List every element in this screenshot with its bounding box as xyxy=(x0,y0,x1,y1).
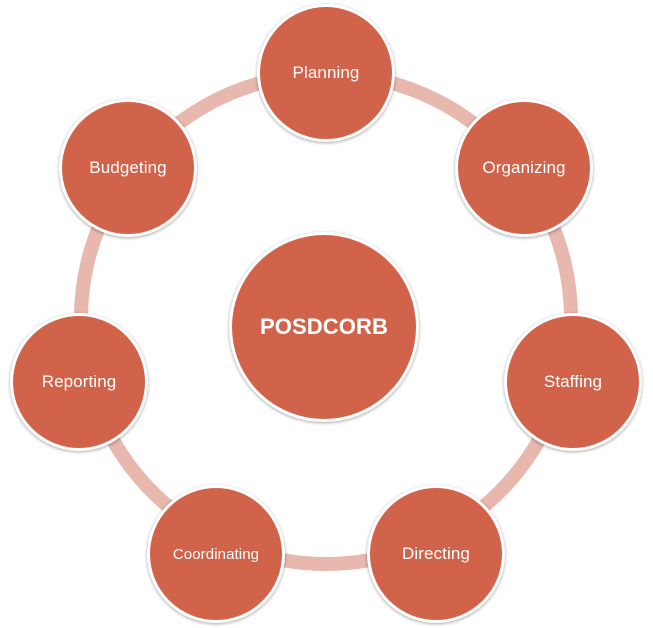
node-label-staffing: Staffing xyxy=(543,372,603,391)
node-directing: Directing xyxy=(367,485,505,623)
node-label-organizing: Organizing xyxy=(482,158,566,177)
connector-coordinating-to-reporting xyxy=(106,435,174,513)
node-planning: Planning xyxy=(257,4,395,142)
node-reporting: Reporting xyxy=(10,313,148,451)
node-label-planning: Planning xyxy=(292,63,360,82)
center-node-label: POSDCORB xyxy=(260,314,388,339)
node-label-budgeting: Budgeting xyxy=(89,158,167,177)
center-node-posdcorb: POSDCORB xyxy=(229,232,419,422)
connector-directing-to-coordinating xyxy=(281,553,371,571)
node-staffing: Staffing xyxy=(504,313,642,451)
node-budgeting: Budgeting xyxy=(59,99,197,237)
connector-organizing-to-staffing xyxy=(545,222,578,317)
connector-reporting-to-budgeting xyxy=(74,222,107,317)
node-label-directing: Directing xyxy=(402,544,470,563)
connector-staffing-to-directing xyxy=(478,435,546,513)
node-label-reporting: Reporting xyxy=(41,372,117,391)
connector-budgeting-to-planning xyxy=(171,75,265,131)
connector-planning-to-organizing xyxy=(387,75,481,131)
node-label-coordinating: Coordinating xyxy=(172,545,260,563)
node-coordinating: Coordinating xyxy=(147,485,285,623)
node-organizing: Organizing xyxy=(455,99,593,237)
